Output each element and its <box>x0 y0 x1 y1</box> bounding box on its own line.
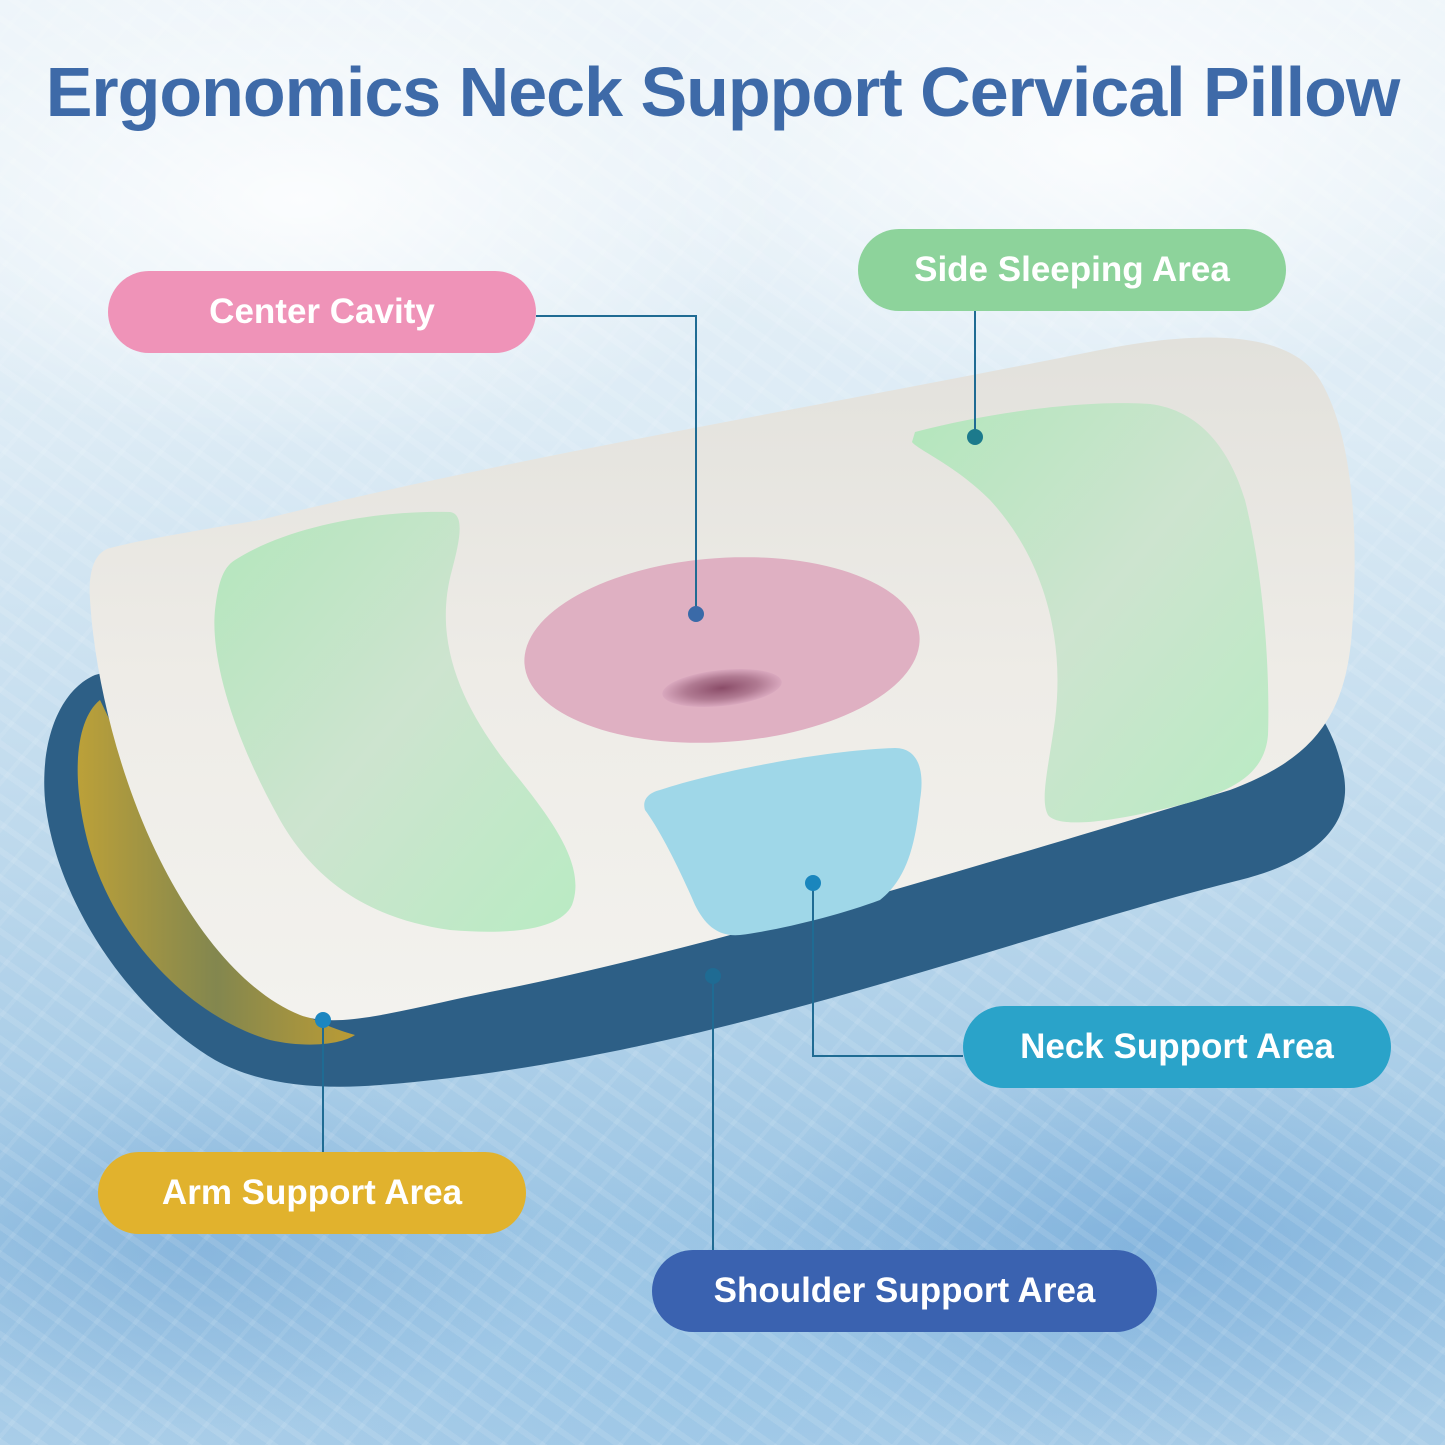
page-title: Ergonomics Neck Support Cervical Pillow <box>45 53 1401 131</box>
side-sleeping-zone-right <box>912 403 1269 823</box>
side-sleeping-marker-icon <box>967 429 983 445</box>
neck-support-marker-icon <box>805 875 821 891</box>
arm-support-area-label: Arm Support Area <box>98 1152 526 1234</box>
center-cavity-hole <box>662 669 782 707</box>
shoulder-support-area-label: Shoulder Support Area <box>652 1250 1157 1332</box>
neck-support-zone <box>644 748 922 936</box>
shoulder-support-marker-icon <box>705 968 721 984</box>
leader-lines <box>322 310 976 1250</box>
side-sleeping-area-label: Side Sleeping Area <box>858 229 1286 311</box>
arm-support-zone <box>77 700 355 1045</box>
center-cavity-marker-icon <box>688 606 704 622</box>
arm-support-marker-icon <box>315 1012 331 1028</box>
side-sleeping-zone-left <box>214 511 576 932</box>
dot-marker-icons <box>315 429 983 1028</box>
center-cavity-label: Center Cavity <box>108 271 536 353</box>
center-cavity-zone <box>524 557 920 743</box>
neck-support-area-label: Neck Support Area <box>963 1006 1391 1088</box>
